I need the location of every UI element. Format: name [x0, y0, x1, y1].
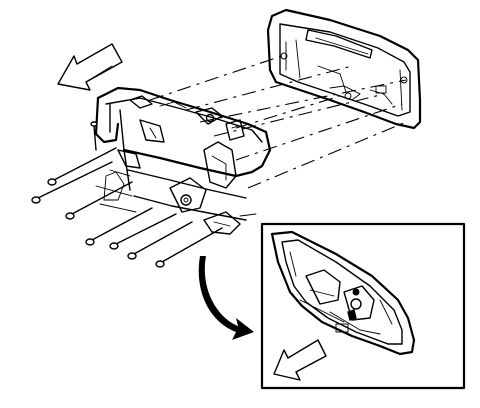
fastener-bolts: [31, 121, 223, 268]
liftgate-inner-frame: [94, 86, 272, 235]
liftgate-trim-panel: [266, 8, 422, 130]
bolt: [127, 221, 193, 260]
bolt: [155, 227, 223, 268]
detail-inset: [260, 222, 466, 390]
bolt: [90, 121, 98, 151]
alignment-dash-lines: [149, 55, 407, 189]
curved-callout-arrow: [198, 256, 254, 340]
direction-arrow-forward: [57, 43, 123, 91]
bolt: [109, 213, 177, 250]
inset-direction-arrow: [273, 339, 327, 381]
bolt: [65, 181, 133, 220]
bolt: [85, 207, 153, 246]
bolt: [31, 161, 113, 204]
bolt: [47, 147, 117, 186]
